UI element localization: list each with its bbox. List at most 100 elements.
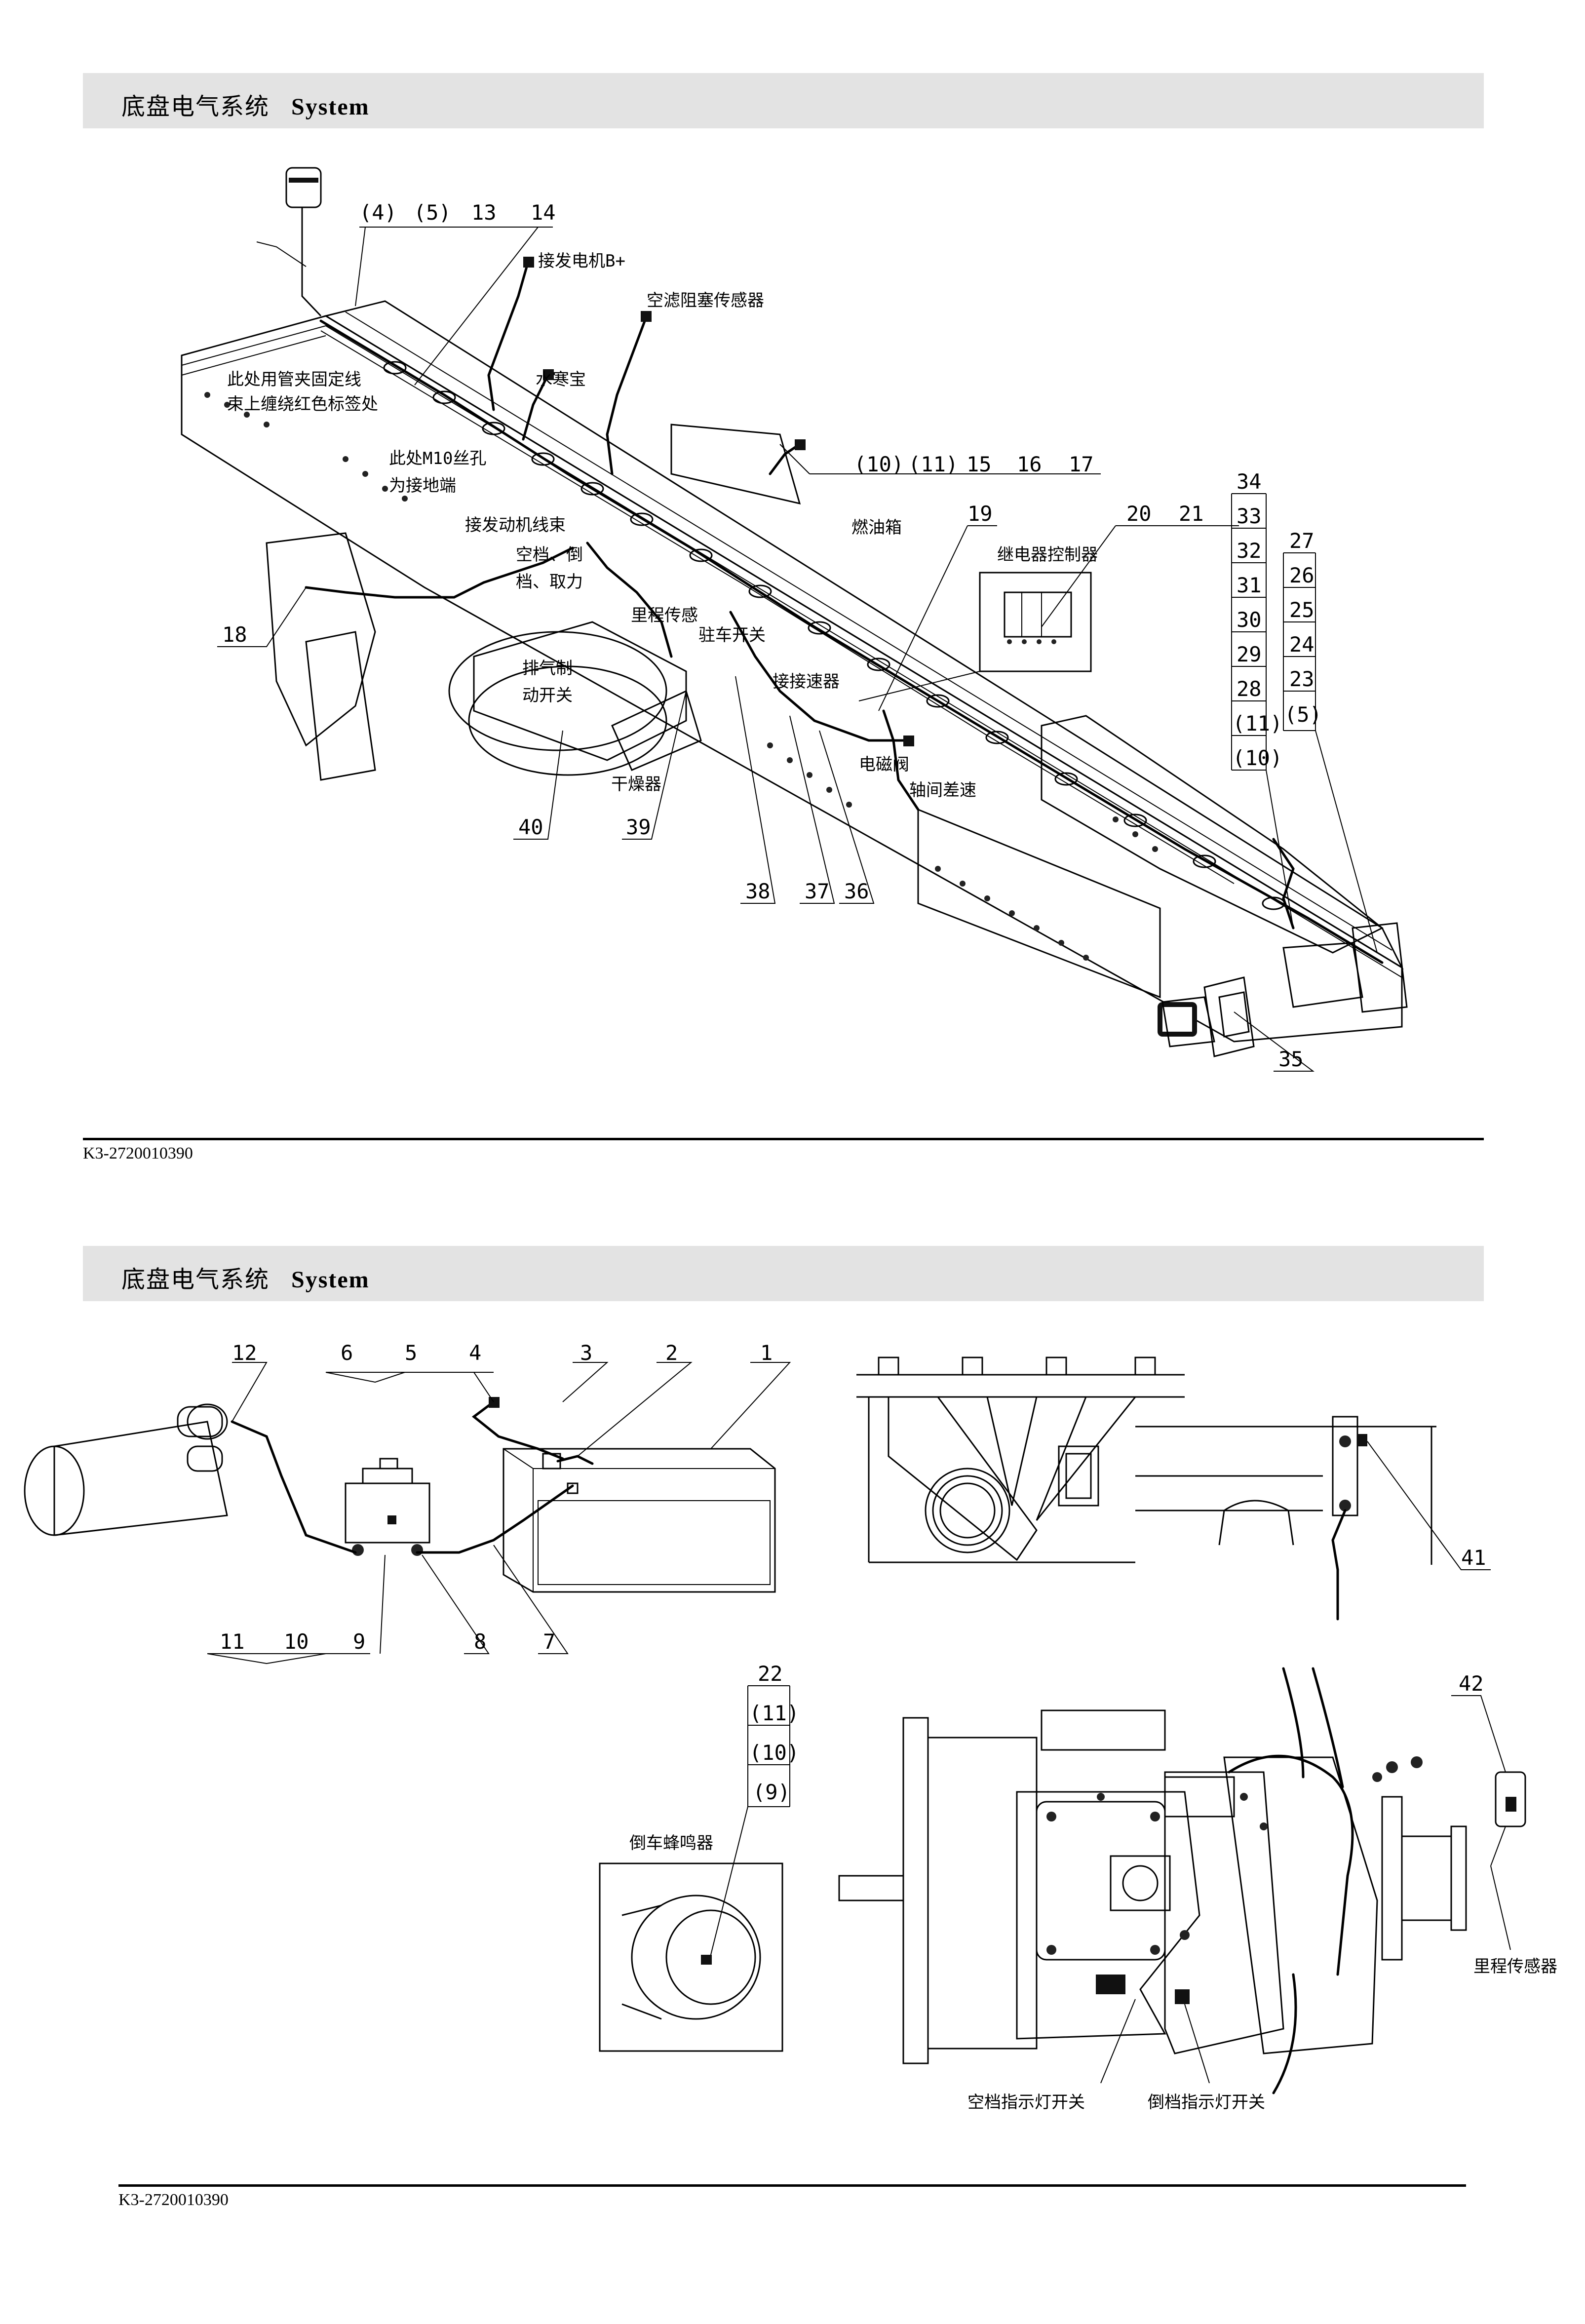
page2-header-title: 底盘电气系统 System bbox=[121, 1260, 370, 1294]
callout-p2-1: 1 bbox=[760, 1341, 773, 1365]
callout-15: 15 bbox=[966, 452, 992, 476]
callout-10b: (10) bbox=[1233, 746, 1282, 770]
main-harness bbox=[319, 319, 1384, 964]
callout-26: 26 bbox=[1289, 563, 1314, 587]
page2-frame-section: 41 bbox=[856, 1356, 1491, 1621]
page2-header: 底盘电气系统 System bbox=[83, 1246, 1484, 1301]
callout-39: 39 bbox=[626, 815, 651, 839]
page2-footer-code: K3-2720010390 bbox=[118, 2191, 229, 2209]
callout-25: 25 bbox=[1289, 598, 1314, 622]
callout-40: 40 bbox=[518, 815, 543, 839]
label-m10-note-1: 此处M10丝孔 bbox=[389, 449, 486, 468]
callout-p2-6: 6 bbox=[341, 1341, 353, 1365]
label-speed-sensor: 接接速器 bbox=[773, 672, 840, 692]
frame-holes bbox=[204, 392, 1158, 961]
label-reverse-lamp-switch: 倒档指示灯开关 bbox=[1148, 2092, 1265, 2112]
battery bbox=[503, 1448, 776, 1593]
callout-p2-9b: (9) bbox=[753, 1780, 790, 1804]
page1-header-title: 底盘电气系统 System bbox=[121, 87, 370, 121]
label-dryer: 干燥器 bbox=[611, 775, 661, 794]
main-switch bbox=[345, 1482, 430, 1544]
page1-title-en: System bbox=[291, 94, 370, 120]
label-differential-lock: 轴间差速 bbox=[909, 780, 976, 800]
page1-header: 底盘电气系统 System bbox=[83, 73, 1484, 128]
page2-buzzer-detail: 22 (11) (10) (9) 倒车蜂鸣器 bbox=[599, 1662, 799, 2052]
label-solenoid: 电磁阀 bbox=[859, 755, 909, 775]
callout-p2-22: 22 bbox=[758, 1662, 783, 1686]
label-reverse-buzzer: 倒车蜂鸣器 bbox=[629, 1833, 713, 1853]
label-fuel-tank: 燃油箱 bbox=[851, 518, 902, 538]
callout-33: 33 bbox=[1237, 504, 1262, 528]
page2-title-cn: 底盘电气系统 bbox=[121, 1266, 270, 1293]
callout-14: 14 bbox=[531, 200, 556, 225]
callout-37: 37 bbox=[805, 879, 830, 903]
page1-leaders bbox=[217, 227, 1378, 1072]
callout-p2-10b: (10) bbox=[749, 1741, 799, 1765]
page1-footer-rule bbox=[83, 1138, 1484, 1140]
callout-21: 21 bbox=[1179, 502, 1204, 526]
label-m10-note-2: 为接地端 bbox=[389, 476, 456, 496]
callout-5: (5) bbox=[414, 200, 451, 225]
label-odometer: 里程传感 bbox=[631, 606, 698, 625]
callout-18: 18 bbox=[222, 622, 247, 647]
label-air-filter-sensor: 空滤阻塞传感器 bbox=[647, 291, 764, 310]
callout-p2-11: 11 bbox=[220, 1629, 245, 1654]
relay-controller-box bbox=[979, 572, 1092, 672]
harness-clips bbox=[383, 361, 1285, 910]
callout-p2-12: 12 bbox=[232, 1341, 257, 1365]
page1-chassis-drawing: (4) (5) 13 14 (10) (11) 15 16 17 19 20 2… bbox=[181, 167, 1408, 1072]
label-parking-switch: 驻车开关 bbox=[698, 625, 766, 645]
callout-31: 31 bbox=[1237, 573, 1262, 597]
label-pipe-note-1: 此处用管夹固定线 bbox=[227, 370, 361, 389]
callout-35: 35 bbox=[1278, 1047, 1304, 1071]
label-exhaust-2: 动开关 bbox=[522, 686, 573, 705]
callout-p2-4: 4 bbox=[469, 1341, 481, 1365]
page1-title-cn: 底盘电气系统 bbox=[121, 93, 270, 120]
label-odometer-sensor: 里程传感器 bbox=[1473, 1957, 1557, 1976]
callout-11: (11) bbox=[908, 452, 958, 476]
callout-24: 24 bbox=[1289, 632, 1314, 657]
callout-p2-41: 41 bbox=[1461, 1546, 1486, 1570]
callout-19: 19 bbox=[967, 502, 993, 526]
page2-title-en: System bbox=[291, 1267, 370, 1293]
page2-battery-drawing: 12 6 5 4 3 2 1 11 10 9 8 7 bbox=[24, 1341, 791, 1665]
callout-11b: (11) bbox=[1233, 711, 1282, 736]
label-neutral-lamp-switch: 空档指示灯开关 bbox=[967, 2092, 1085, 2112]
label-exhaust-1: 排气制 bbox=[522, 658, 573, 678]
page2-footer-rule bbox=[118, 2184, 1466, 2187]
label-pipe-note-2: 束上缠绕红色标签处 bbox=[227, 394, 378, 414]
callout-32: 32 bbox=[1237, 539, 1262, 563]
callout-p2-3: 3 bbox=[580, 1341, 592, 1365]
callout-p2-42: 42 bbox=[1459, 1671, 1484, 1696]
callout-p2-8: 8 bbox=[474, 1629, 486, 1654]
label-neutral-1: 空档、倒 bbox=[516, 545, 583, 565]
callout-20: 20 bbox=[1126, 502, 1152, 526]
right-frame-rail bbox=[324, 300, 1404, 969]
callout-28: 28 bbox=[1237, 677, 1262, 701]
battery-box bbox=[473, 621, 687, 761]
callout-27: 27 bbox=[1289, 529, 1314, 553]
callout-5b: (5) bbox=[1284, 702, 1322, 727]
callout-p2-9: 9 bbox=[353, 1629, 365, 1654]
callout-13: 13 bbox=[471, 200, 497, 225]
callout-p2-10: 10 bbox=[284, 1629, 309, 1654]
label-engine-harness: 接发动机线束 bbox=[465, 515, 566, 535]
label-alternator-b: 接发电机B+ bbox=[538, 251, 625, 271]
callout-p2-7: 7 bbox=[543, 1629, 555, 1654]
callout-30: 30 bbox=[1237, 608, 1262, 632]
callout-17: 17 bbox=[1069, 452, 1094, 476]
page2-battery-leaders bbox=[207, 1362, 791, 1665]
page1-footer-code: K3-2720010390 bbox=[83, 1144, 193, 1162]
callout-34: 34 bbox=[1237, 469, 1262, 494]
page2-gearbox-detail: 42 里程传感器 空档指示灯开关 倒档指示灯开关 bbox=[838, 1667, 1557, 2112]
callout-29: 29 bbox=[1237, 642, 1262, 666]
label-water-cup: 水寒宝 bbox=[536, 370, 586, 389]
callout-4: (4) bbox=[359, 200, 397, 225]
callout-10: (10) bbox=[854, 452, 904, 476]
callout-p2-2: 2 bbox=[665, 1341, 678, 1365]
callout-38: 38 bbox=[745, 879, 771, 903]
label-neutral-2: 档、取力 bbox=[516, 572, 583, 592]
callout-p2-5: 5 bbox=[405, 1341, 417, 1365]
callout-36: 36 bbox=[844, 879, 869, 903]
